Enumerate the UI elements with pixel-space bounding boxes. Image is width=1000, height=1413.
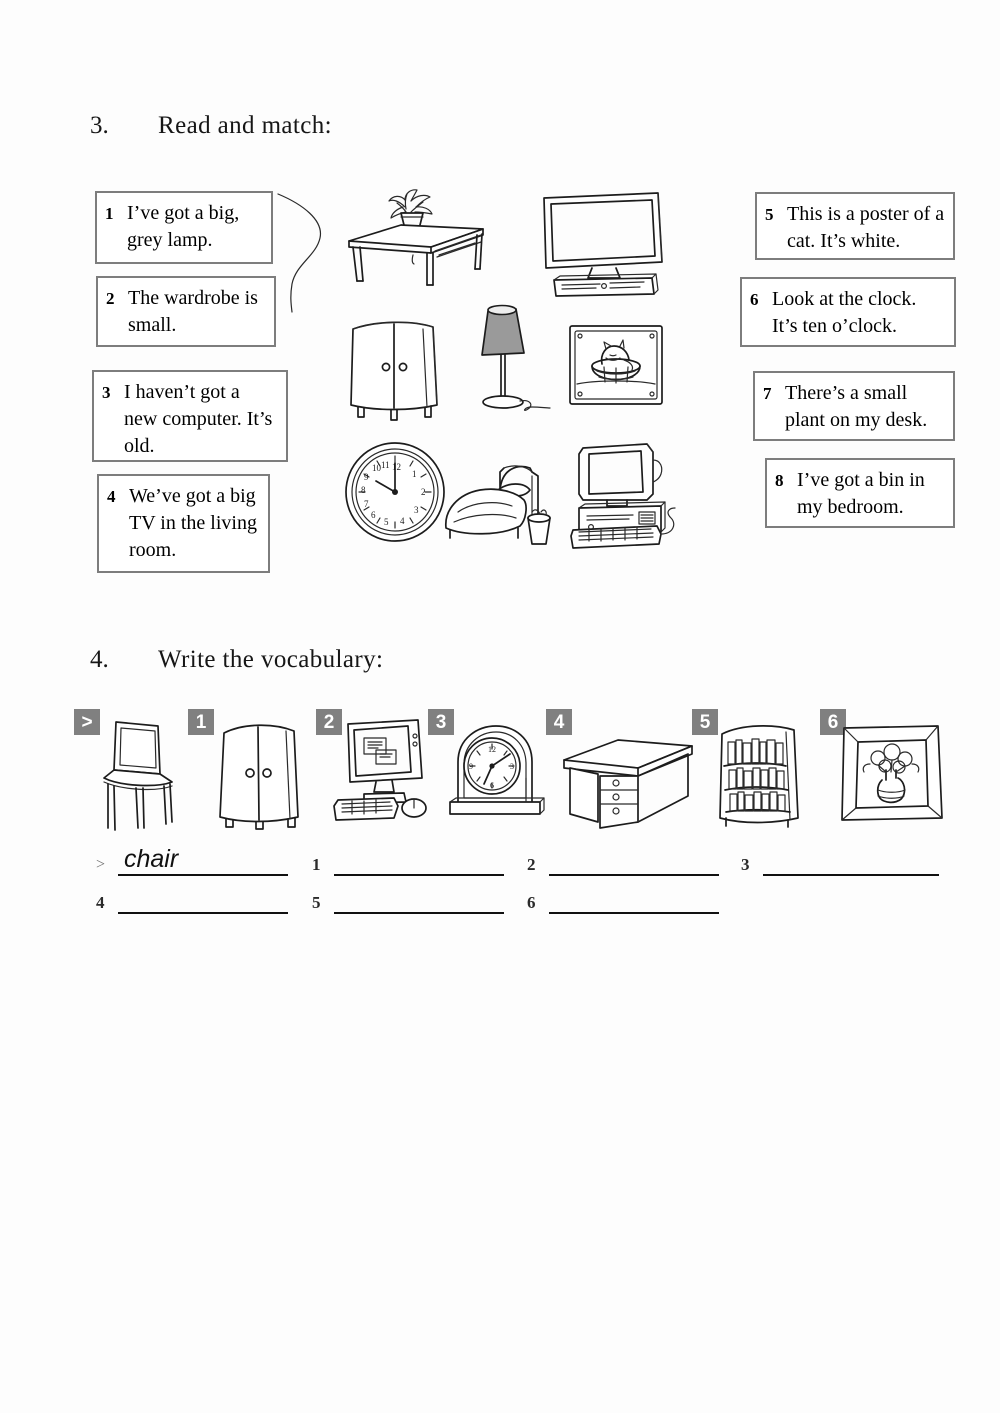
vocab-badge-1: 1 — [188, 709, 214, 735]
match-item-3-number: 3 — [102, 383, 111, 402]
picture-poster-of-cat-in-basket — [566, 322, 666, 410]
answer-row-6[interactable]: 6 — [527, 888, 719, 914]
picture-vocab-painting — [838, 722, 948, 827]
match-item-5[interactable]: 5 This is a poster of a cat. It’s white. — [755, 192, 955, 260]
vocab-badge-5: 5 — [692, 709, 718, 735]
answer-number-3: 3 — [741, 855, 750, 874]
match-item-5-text: This is a poster of a cat. It’s white. — [787, 203, 945, 252]
match-connector-line — [276, 186, 346, 321]
exercise-3-heading: 3. Read and match: — [90, 112, 332, 140]
match-item-2[interactable]: 2 The wardrobe is small. — [96, 276, 276, 347]
match-item-2-number: 2 — [106, 289, 115, 308]
match-item-6-text: Look at the clock. It’s ten o’clock. — [772, 288, 917, 337]
match-item-1-number: 1 — [105, 204, 114, 223]
match-item-2-text: The wardrobe is small. — [128, 287, 258, 336]
exercise-4-heading: 4. Write the vocabulary: — [90, 646, 383, 674]
match-item-8-number: 8 — [775, 471, 784, 490]
svg-text:12: 12 — [488, 745, 496, 754]
match-item-7[interactable]: 7 There’s a small plant on my desk. — [753, 371, 955, 441]
answer-line-2[interactable] — [549, 850, 719, 876]
svg-text:6: 6 — [490, 781, 494, 790]
match-item-5-number: 5 — [765, 205, 774, 224]
answer-row-1[interactable]: 1 — [312, 850, 504, 876]
answer-number-example: > — [96, 856, 106, 873]
svg-text:8: 8 — [361, 485, 366, 495]
vocab-badge-6: 6 — [820, 709, 846, 735]
match-item-4-number: 4 — [107, 487, 116, 506]
answer-row-4[interactable]: 4 — [96, 888, 288, 914]
vocab-badge-3: 3 — [428, 709, 454, 735]
picture-bed-with-bin — [440, 452, 565, 547]
match-item-3[interactable]: 3 I haven’t got a new computer. It’s old… — [92, 370, 288, 462]
answer-row-3[interactable]: 3 — [741, 850, 939, 876]
exercise-3-title: Read and match: — [158, 112, 332, 139]
answer-line-4[interactable] — [118, 888, 288, 914]
picture-vocab-desk — [558, 730, 698, 830]
svg-text:12: 12 — [392, 462, 401, 472]
picture-floor-lamp — [468, 295, 558, 420]
answer-row-2[interactable]: 2 — [527, 850, 719, 876]
answer-number-2: 2 — [527, 855, 536, 874]
answer-line-example[interactable]: chair — [118, 845, 288, 876]
match-item-7-number: 7 — [763, 384, 772, 403]
answer-number-5: 5 — [312, 893, 321, 912]
match-item-6[interactable]: 6 Look at the clock. It’s ten o’clock. — [740, 277, 956, 347]
match-item-7-text: There’s a small plant on my desk. — [785, 382, 928, 431]
picture-vocab-computer — [332, 714, 432, 829]
match-item-8-text: I’ve got a bin in my bedroom. — [797, 469, 925, 518]
match-item-8[interactable]: 8 I’ve got a bin in my bedroom. — [765, 458, 955, 528]
picture-old-computer — [565, 440, 685, 550]
answer-number-6: 6 — [527, 893, 536, 912]
svg-text:1: 1 — [412, 469, 417, 479]
match-item-1[interactable]: 1 I’ve got a big, grey lamp. — [95, 191, 273, 264]
match-item-6-number: 6 — [750, 290, 759, 309]
exercise-4-number: 4. — [90, 646, 109, 673]
picture-vocab-wardrobe — [210, 715, 310, 830]
exercise-4-title: Write the vocabulary: — [158, 646, 384, 673]
match-item-3-text: I haven’t got a new computer. It’s old. — [124, 381, 273, 457]
match-item-4-text: We’ve got a big TV in the living room. — [129, 485, 257, 561]
svg-text:9: 9 — [364, 472, 369, 482]
picture-wall-clock: 12 1 2 3 4 5 6 7 8 9 10 11 — [340, 437, 450, 547]
answer-line-6[interactable] — [549, 888, 719, 914]
vocab-badge-example: > — [74, 709, 100, 735]
picture-chair — [88, 712, 188, 832]
svg-text:6: 6 — [371, 510, 376, 520]
answer-row-example[interactable]: > chair — [96, 845, 288, 876]
vocab-badge-4: 4 — [546, 709, 572, 735]
exercise-3-number: 3. — [90, 112, 109, 139]
svg-text:2: 2 — [421, 487, 426, 497]
answer-value-example: chair — [124, 845, 179, 873]
vocab-badge-2: 2 — [316, 709, 342, 735]
answer-line-5[interactable] — [334, 888, 504, 914]
svg-text:3: 3 — [510, 762, 514, 771]
picture-vocab-bookcase — [712, 712, 812, 830]
picture-coffee-table-with-plant — [335, 185, 495, 286]
answer-number-4: 4 — [96, 893, 105, 912]
svg-text:3: 3 — [414, 505, 419, 515]
svg-text:4: 4 — [400, 516, 405, 526]
answer-number-1: 1 — [312, 855, 321, 874]
svg-text:10: 10 — [372, 463, 382, 473]
picture-television — [540, 190, 670, 300]
svg-text:7: 7 — [364, 499, 369, 509]
match-item-4[interactable]: 4 We’ve got a big TV in the living room. — [97, 474, 270, 573]
svg-text:5: 5 — [384, 517, 389, 527]
match-item-1-text: I’ve got a big, grey lamp. — [127, 202, 240, 251]
svg-text:11: 11 — [381, 460, 390, 470]
picture-vocab-clock: 12 3 6 9 — [440, 718, 550, 828]
picture-wardrobe — [345, 315, 455, 425]
answer-line-3[interactable] — [763, 850, 939, 876]
svg-text:9: 9 — [469, 762, 473, 771]
answer-row-5[interactable]: 5 — [312, 888, 504, 914]
answer-line-1[interactable] — [334, 850, 504, 876]
